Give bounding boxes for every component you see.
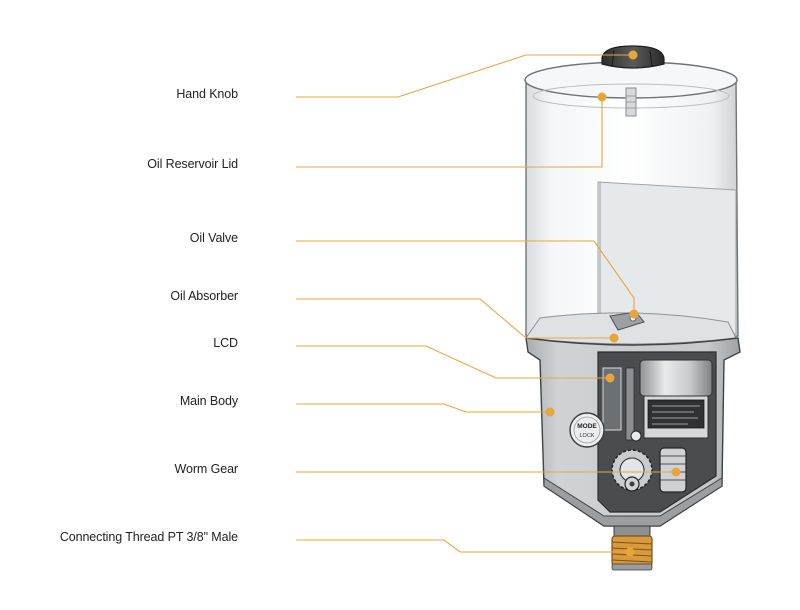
label-oil-valve: Oil Valve [189, 231, 238, 245]
label-connecting-thread: Connecting Thread PT 3/8" Male [59, 530, 238, 544]
leader-hand-knob [296, 54, 633, 98]
label-hand-knob: Hand Knob [176, 87, 238, 101]
lock-label: LOCK [580, 433, 595, 439]
label-main-body: Main Body [179, 394, 238, 408]
leader-lcd [296, 345, 610, 379]
leader-main-body [296, 403, 550, 413]
motor-label [647, 399, 705, 429]
oil-absorber-plate [597, 181, 737, 335]
mode-label: MODE [577, 423, 597, 430]
connecting-thread [611, 525, 653, 571]
main-body: MODE LOCK [525, 337, 741, 527]
lcd-screen [602, 367, 622, 431]
motor [639, 359, 713, 397]
oil-reservoir [524, 61, 739, 345]
leader-connecting-thread [296, 539, 630, 553]
label-worm-gear: Worm Gear [174, 462, 239, 476]
label-oil-absorber: Oil Absorber [170, 289, 238, 303]
leader-oil-valve [296, 240, 635, 314]
label-lcd: LCD [213, 336, 238, 350]
leader-lines [296, 50, 681, 557]
leader-oil-absorber [296, 298, 614, 339]
label-oil-reservoir-lid: Oil Reservoir Lid [147, 157, 238, 171]
leader-reservoir-lid [296, 97, 603, 168]
mode-lock-button [569, 412, 605, 448]
